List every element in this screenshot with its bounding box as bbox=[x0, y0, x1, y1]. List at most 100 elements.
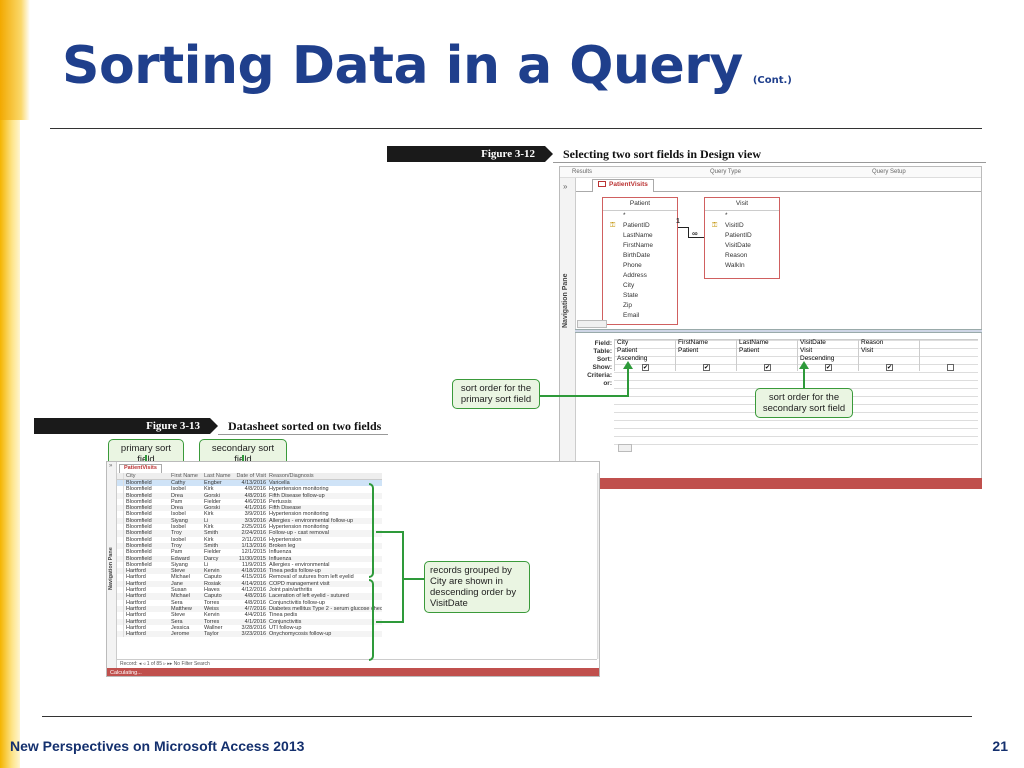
cell-reason[interactable]: Influenza bbox=[269, 555, 292, 562]
ribbon-query-type[interactable]: Query Type bbox=[710, 169, 741, 175]
chevron-right-icon[interactable]: » bbox=[109, 463, 113, 469]
tab-patientvisits[interactable]: PatientVisits bbox=[592, 179, 654, 192]
cell-last-name[interactable]: Kirk bbox=[204, 524, 214, 531]
row-selector[interactable] bbox=[117, 618, 124, 625]
row-selector[interactable] bbox=[117, 587, 124, 594]
navigation-pane[interactable]: » Navigation Pane bbox=[107, 462, 117, 668]
cell-date-of-visit[interactable]: 3/3/2016 bbox=[244, 517, 266, 524]
cell-reason[interactable]: Laceration of left eyelid - sutured bbox=[269, 593, 349, 600]
record-navigation-bar[interactable]: Record: ◂ ◃ 1 of 85 ▹ ▸▸ No Filter Searc… bbox=[117, 659, 597, 667]
cell-reason[interactable]: Follow-up - cast removal bbox=[269, 530, 329, 537]
cell-date-of-visit[interactable]: 4/8/2016 bbox=[244, 599, 266, 606]
row-selector[interactable] bbox=[117, 530, 124, 537]
cell-first-name[interactable]: Steve bbox=[171, 612, 186, 619]
horizontal-scrollbar[interactable] bbox=[577, 320, 607, 328]
cell-date-of-visit[interactable]: 3/28/2016 bbox=[241, 624, 266, 631]
cell-last-name[interactable]: Gorski bbox=[204, 492, 220, 499]
cell-date-of-visit[interactable]: 4/7/2016 bbox=[244, 605, 266, 612]
field-item[interactable]: Address bbox=[623, 272, 647, 279]
field-list-patient[interactable]: Patient * PatientID LastName FirstName B… bbox=[602, 197, 678, 325]
row-selector[interactable] bbox=[117, 480, 124, 487]
cell-reason[interactable]: Allergies - environmental follow-up bbox=[269, 517, 354, 524]
cell-last-name[interactable]: Li bbox=[204, 561, 209, 568]
cell-city[interactable]: Hartford bbox=[126, 599, 146, 606]
cell-reason[interactable]: Conjunctivitis bbox=[269, 618, 302, 625]
grid-table[interactable]: Patient bbox=[739, 347, 760, 354]
cell-date-of-visit[interactable]: 4/8/2016 bbox=[244, 593, 266, 600]
cell-city[interactable]: Hartford bbox=[126, 605, 146, 612]
cell-first-name[interactable]: Edward bbox=[171, 555, 190, 562]
cell-first-name[interactable]: Steve bbox=[171, 568, 186, 575]
field-item-key[interactable]: VisitID bbox=[705, 221, 779, 231]
grid-field[interactable] bbox=[920, 339, 980, 347]
cell-first-name[interactable]: Drea bbox=[171, 505, 183, 512]
cell-last-name[interactable]: Torres bbox=[204, 618, 220, 625]
cell-reason[interactable]: Removal of sutures from left eyelid bbox=[269, 574, 354, 581]
grid-table[interactable]: Patient bbox=[617, 347, 638, 354]
cell-reason[interactable]: Hypertension monitoring bbox=[269, 511, 329, 518]
grid-column[interactable]: City Patient Ascending ✔ bbox=[614, 339, 675, 371]
row-selector[interactable] bbox=[117, 631, 124, 638]
cell-last-name[interactable]: Darcy bbox=[204, 555, 219, 562]
row-selector[interactable] bbox=[117, 574, 124, 581]
row-selector[interactable] bbox=[117, 605, 124, 613]
cell-date-of-visit[interactable]: 1/13/2016 bbox=[241, 542, 266, 549]
show-checkbox[interactable]: ✔ bbox=[764, 364, 771, 371]
cell-city[interactable]: Hartford bbox=[126, 631, 146, 638]
field-item[interactable]: VisitDate bbox=[725, 242, 751, 249]
row-selector[interactable] bbox=[117, 486, 124, 493]
cell-first-name[interactable]: Pam bbox=[171, 498, 183, 505]
cell-city[interactable]: Bloomfield bbox=[126, 536, 152, 543]
cell-reason[interactable]: UTI follow-up bbox=[269, 624, 302, 631]
cell-first-name[interactable]: Jerome bbox=[171, 631, 190, 638]
datasheet[interactable]: City First Name Last Name Date of Visit … bbox=[117, 473, 382, 638]
field-item[interactable]: LastName bbox=[623, 232, 653, 239]
cell-last-name[interactable]: Fielder bbox=[204, 549, 221, 556]
column-header-last-name[interactable]: Last Name bbox=[204, 473, 231, 479]
cell-date-of-visit[interactable]: 4/4/2016 bbox=[244, 612, 266, 619]
cell-first-name[interactable]: Siyang bbox=[171, 517, 188, 524]
cell-last-name[interactable]: Kervin bbox=[204, 568, 220, 575]
cell-reason[interactable]: Tinea pedis follow-up bbox=[269, 568, 321, 575]
row-selector[interactable] bbox=[117, 517, 124, 525]
cell-date-of-visit[interactable]: 12/1/2015 bbox=[241, 549, 266, 556]
row-selector[interactable] bbox=[117, 624, 124, 632]
cell-reason[interactable]: COPD management visit bbox=[269, 580, 330, 587]
field-item[interactable]: * bbox=[623, 212, 626, 219]
cell-reason[interactable]: Fifth Disease bbox=[269, 505, 302, 512]
grid-table[interactable]: Visit bbox=[800, 347, 813, 354]
cell-last-name[interactable]: Kirk bbox=[204, 536, 214, 543]
navigation-pane[interactable]: » Navigation Pane bbox=[560, 178, 576, 480]
field-item[interactable]: Email bbox=[623, 312, 640, 319]
cell-reason[interactable]: Hypertension monitoring bbox=[269, 486, 329, 493]
cell-last-name[interactable]: Smith bbox=[204, 542, 219, 549]
cell-city[interactable]: Hartford bbox=[126, 587, 146, 594]
cell-date-of-visit[interactable]: 4/1/2016 bbox=[244, 618, 266, 625]
cell-reason[interactable]: Influenza bbox=[269, 549, 292, 556]
row-selector[interactable] bbox=[117, 511, 124, 518]
field-item[interactable]: City bbox=[623, 282, 635, 289]
cell-reason[interactable]: Joint pain/arthritis bbox=[269, 587, 313, 594]
cell-city[interactable]: Bloomfield bbox=[126, 530, 152, 537]
cell-last-name[interactable]: Weiss bbox=[204, 605, 219, 612]
grid-field[interactable]: LastName bbox=[739, 339, 769, 346]
cell-first-name[interactable]: Susan bbox=[171, 587, 187, 594]
cell-date-of-visit[interactable]: 4/18/2016 bbox=[241, 568, 266, 575]
cell-last-name[interactable]: Kirk bbox=[204, 486, 214, 493]
cell-first-name[interactable]: Drea bbox=[171, 492, 183, 499]
cell-first-name[interactable]: Sera bbox=[171, 618, 183, 625]
row-selector[interactable] bbox=[117, 505, 124, 512]
grid-column[interactable] bbox=[919, 339, 980, 371]
cell-first-name[interactable]: Michael bbox=[171, 574, 190, 581]
field-item[interactable]: Reason bbox=[725, 252, 748, 259]
cell-date-of-visit[interactable]: 4/8/2016 bbox=[244, 492, 266, 499]
